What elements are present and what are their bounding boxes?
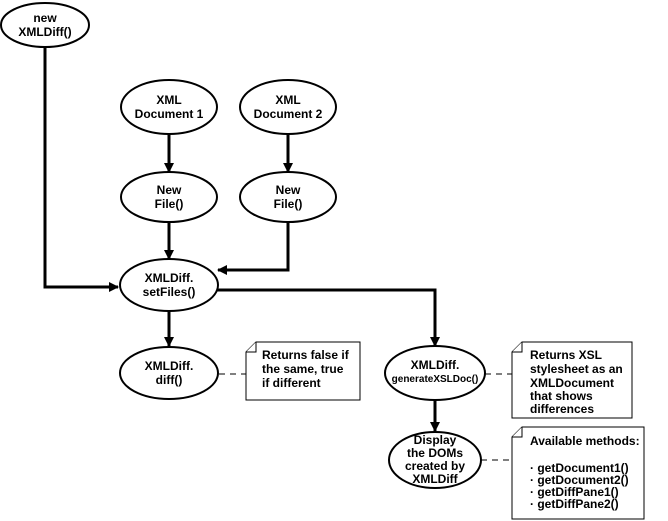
note-connectors [219, 373, 512, 461]
node-display-doms: Display the DOMs created by XMLDiff [388, 431, 482, 489]
node-new-xmldiff: new XMLDiff() [0, 2, 90, 48]
note-line: Returns XSL [530, 348, 602, 362]
note-diff-returns: Returns false if the same, true if diffe… [245, 341, 361, 401]
node-label: new [33, 11, 57, 25]
note-line: the same, true [262, 362, 344, 376]
note-line: Returns false if [262, 348, 350, 362]
node-label: the DOMs [407, 446, 463, 460]
node-label: File() [274, 197, 303, 211]
edge-setfiles-to-generatexsldoc [216, 288, 440, 347]
node-label: XMLDiff [412, 472, 458, 486]
node-label: XMLDiff. [145, 359, 194, 373]
node-label: XMLDiff. [145, 271, 194, 285]
node-label: XMLDiff() [18, 25, 71, 39]
node-label: created by [405, 459, 465, 473]
node-label: New [276, 183, 301, 197]
node-diff: XMLDiff. diff() [119, 346, 219, 400]
node-set-files: XMLDiff. setFiles() [119, 258, 219, 312]
node-xml-document-1: XML Document 1 [120, 79, 218, 135]
note-xsl-returns: Returns XSL stylesheet as an XMLDocument… [511, 341, 633, 419]
node-xml-document-2: XML Document 2 [239, 79, 337, 135]
node-label: Document 2 [254, 107, 323, 121]
note-line: XMLDocument [530, 376, 614, 390]
node-label: XMLDiff. [411, 358, 460, 372]
note-title: Available methods: [530, 434, 640, 448]
note-available-methods: Available methods: · getDocument1() · ge… [511, 426, 645, 520]
note-line: differences [530, 402, 594, 416]
method-item: · getDiffPane2() [530, 497, 619, 511]
node-new-file-2: New File() [239, 171, 337, 223]
node-label: generateXSLDoc() [392, 374, 479, 385]
node-new-file-1: New File() [120, 171, 218, 223]
node-label: Document 1 [135, 107, 204, 121]
node-generate-xsl-doc: XMLDiff. generateXSLDoc() [384, 345, 486, 401]
method-item: · getDocument2() [530, 473, 629, 487]
node-label: setFiles() [143, 285, 196, 299]
node-label: diff() [156, 373, 183, 387]
node-label: XML [275, 93, 300, 107]
method-item: · getDocument1() [530, 461, 629, 475]
edge-new-xmldiff-to-setfiles [43, 45, 119, 292]
node-label: File() [155, 197, 184, 211]
method-item: · getDiffPane1() [530, 485, 619, 499]
edges [43, 45, 440, 432]
node-label: XML [156, 93, 181, 107]
node-label: New [157, 183, 182, 197]
note-line: stylesheet as an [530, 362, 623, 376]
note-line: that shows [530, 389, 593, 403]
edge-newfile2-to-setfiles [217, 222, 290, 275]
node-label: Display [414, 433, 457, 447]
note-line: if different [262, 376, 321, 390]
